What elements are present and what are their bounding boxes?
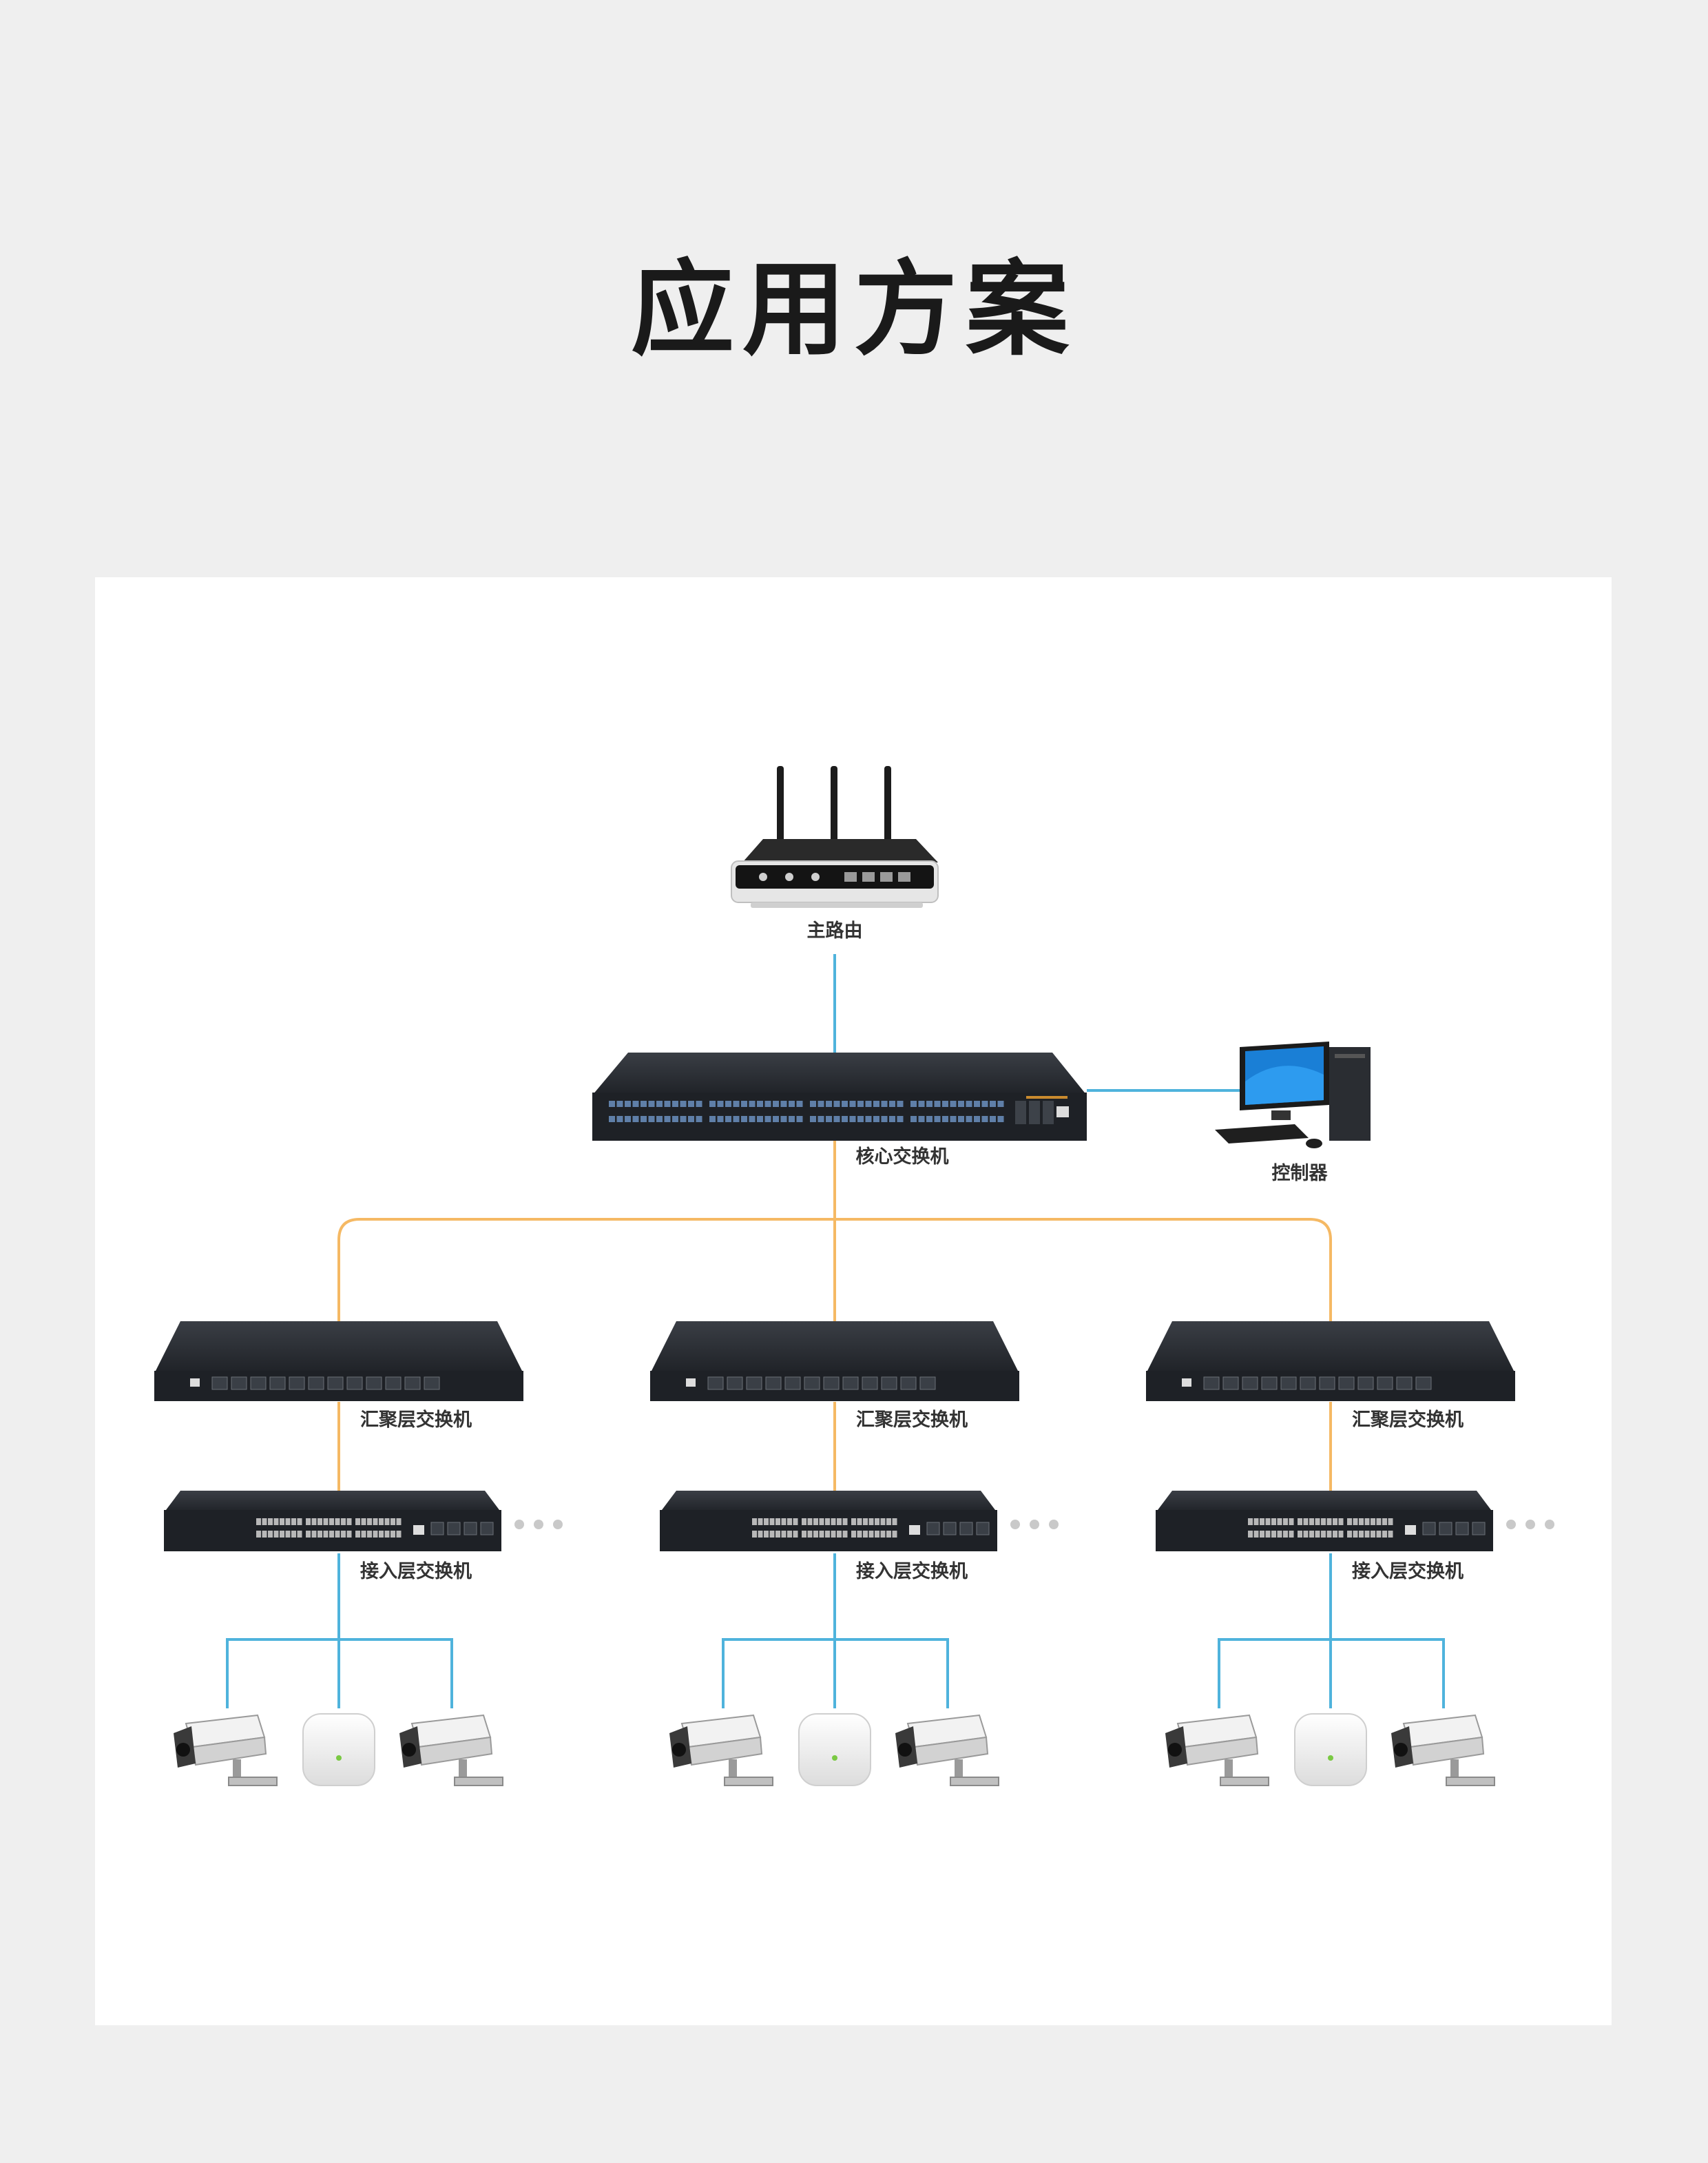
access-switch-icon <box>660 1491 997 1551</box>
aggregation-switch-icon <box>154 1321 523 1401</box>
camera-icon <box>1391 1714 1495 1786</box>
access-point-icon <box>798 1713 871 1786</box>
access-switch-icon <box>1156 1491 1493 1551</box>
camera-icon <box>669 1714 773 1786</box>
access-point-icon <box>302 1713 375 1786</box>
access-switch-label: 接入层交换机 <box>856 1560 968 1582</box>
camera-icon <box>399 1714 503 1786</box>
more-dots-icon <box>514 1520 563 1529</box>
link-aggregation-bus <box>337 1218 1332 1326</box>
camera-icon <box>174 1714 278 1786</box>
connection-lines <box>226 954 1445 1708</box>
more-dots-icon <box>1010 1520 1059 1529</box>
access-point-icon <box>1294 1713 1367 1786</box>
link-endpoints-1 <box>226 1553 453 1708</box>
aggregation-switch-icon <box>1146 1321 1515 1401</box>
camera-icon <box>1165 1714 1269 1786</box>
controller-label: 控制器 <box>1272 1163 1329 1184</box>
aggregation-switch-label: 汇聚层交换机 <box>360 1409 472 1431</box>
core-switch-icon <box>592 1053 1087 1141</box>
aggregation-switch-label: 汇聚层交换机 <box>1352 1409 1464 1431</box>
controller-icon <box>1215 1042 1371 1148</box>
more-dots-icon <box>1506 1520 1554 1529</box>
router-label: 主路由 <box>807 920 863 942</box>
access-switch-label: 接入层交换机 <box>1352 1560 1464 1582</box>
camera-icon <box>895 1714 999 1786</box>
core-switch-label: 核心交换机 <box>856 1146 949 1168</box>
aggregation-switch-icon <box>650 1321 1019 1401</box>
page-title: 应用方案 <box>630 250 1077 370</box>
router-icon <box>731 766 939 908</box>
link-endpoints-2 <box>722 1553 949 1708</box>
aggregation-switch-label: 汇聚层交换机 <box>856 1409 968 1431</box>
access-switch-label: 接入层交换机 <box>360 1560 472 1582</box>
access-switch-icon <box>164 1491 501 1551</box>
link-endpoints-3 <box>1218 1553 1445 1708</box>
